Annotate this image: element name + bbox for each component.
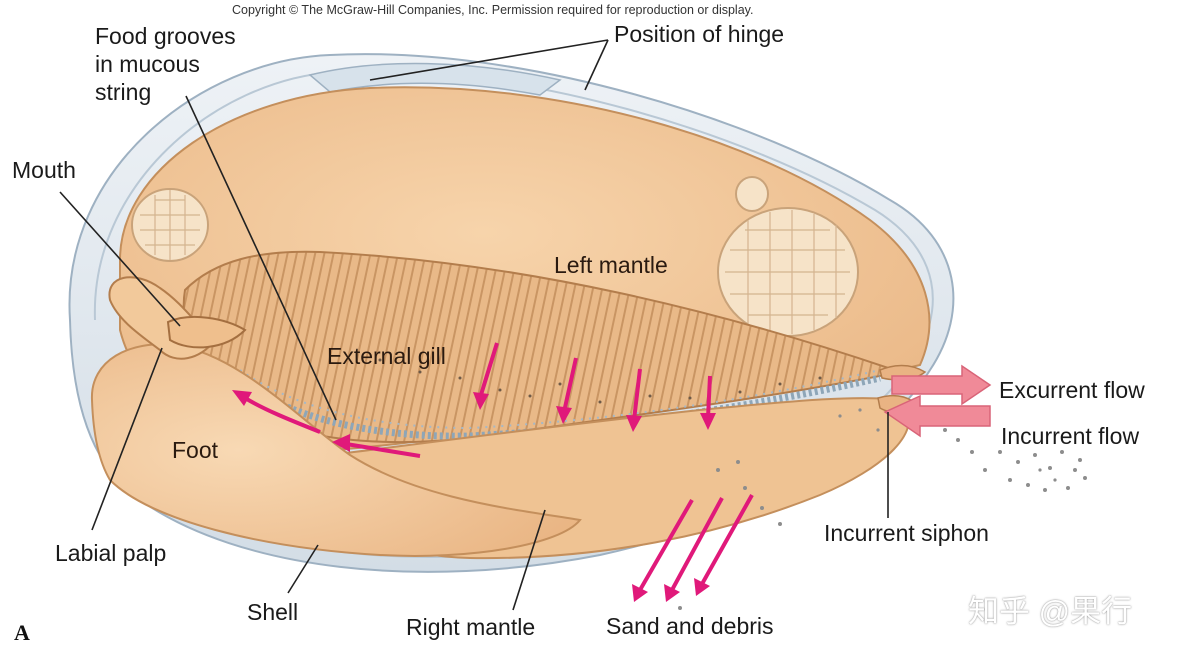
leader-mouth bbox=[59, 191, 181, 327]
incurrent-particles bbox=[678, 408, 1087, 610]
mouth bbox=[166, 316, 247, 349]
leader-food-grooves bbox=[185, 95, 337, 421]
retractor-muscle-scar bbox=[735, 176, 769, 212]
posterior-adductor-texture bbox=[725, 210, 850, 334]
leader-labial-palp bbox=[91, 347, 163, 531]
sand-debris-arrows bbox=[632, 494, 754, 602]
label-shell: Shell bbox=[247, 599, 299, 625]
label-food-grooves: Food grooves in mucous string bbox=[95, 22, 236, 106]
label-incurrent-flow: Incurrent flow bbox=[1001, 423, 1140, 449]
gill-current-arrows bbox=[473, 342, 716, 432]
leader-hinge-1 bbox=[369, 39, 609, 81]
label-foot: Foot bbox=[172, 437, 219, 463]
label-mouth: Mouth bbox=[12, 157, 76, 183]
label-food-grooves-line-1: Food grooves bbox=[95, 23, 236, 49]
leader-right-mantle bbox=[512, 509, 546, 611]
food-groove-arrows bbox=[232, 390, 421, 458]
anterior-adductor-texture bbox=[140, 190, 200, 260]
leader-hinge-2 bbox=[584, 39, 609, 91]
label-left-mantle: Left mantle bbox=[554, 252, 668, 278]
label-external-gill: External gill bbox=[327, 343, 446, 369]
label-food-grooves-line-3: string bbox=[95, 79, 152, 105]
watermark: 知乎 @果行 bbox=[968, 594, 1133, 629]
gill-particles bbox=[378, 358, 822, 404]
label-right-mantle: Right mantle bbox=[406, 614, 536, 640]
label-labial-palp: Labial palp bbox=[55, 540, 167, 566]
label-excurrent-flow: Excurrent flow bbox=[999, 377, 1145, 403]
label-sand-and-debris: Sand and debris bbox=[606, 613, 774, 639]
leader-lines bbox=[59, 39, 889, 611]
food-groove-string-2 bbox=[239, 369, 881, 430]
label-food-grooves-line-2: in mucous bbox=[95, 51, 200, 77]
excurrent-flow-arrow bbox=[891, 364, 992, 406]
incurrent-flow-arrow bbox=[883, 394, 991, 438]
label-position-of-hinge: Position of hinge bbox=[614, 21, 785, 47]
hinge bbox=[308, 62, 562, 96]
label-incurrent-siphon: Incurrent siphon bbox=[824, 520, 989, 546]
panel-letter: A bbox=[14, 620, 30, 645]
copyright-notice: Copyright © The McGraw-Hill Companies, I… bbox=[232, 3, 754, 17]
leader-shell bbox=[287, 544, 319, 594]
